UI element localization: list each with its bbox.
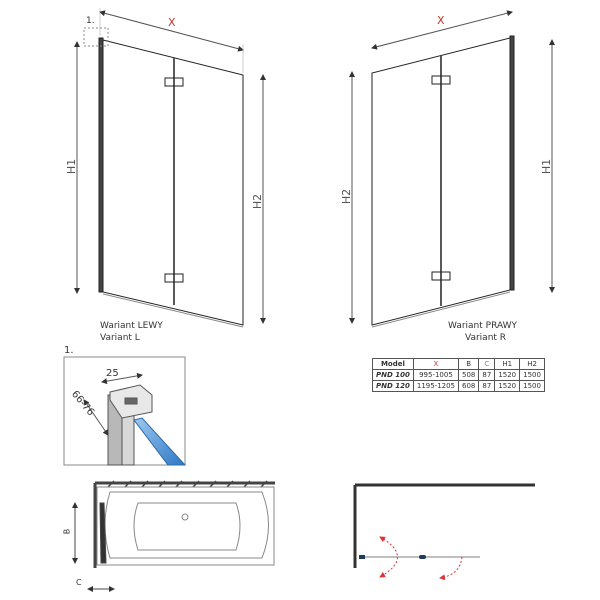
fold-hinge [419, 555, 426, 559]
cell-h1: 1520 [494, 369, 521, 381]
cell-h2: 1500 [519, 369, 545, 381]
cell-c: 87 [478, 369, 496, 381]
cell-model: PND 100 [372, 369, 414, 381]
profile-detail [63, 356, 187, 466]
table-header-row: Model X B C H1 H2 [372, 358, 545, 370]
cell-b: 508 [458, 369, 480, 381]
cell-h2: 1500 [519, 380, 545, 392]
hinge-top [164, 77, 184, 87]
cell-x: 1195-1205 [412, 380, 460, 392]
dimensions-table: Model X B C H1 H2 PND 100 995-1005 508 8… [372, 358, 545, 392]
dim-x-label-left: X [168, 16, 176, 29]
dim-x-left [99, 10, 244, 52]
caption-right-en: Variant R [465, 333, 507, 343]
cell-model: PND 120 [372, 380, 414, 392]
header-c: C [478, 358, 496, 370]
swing-arrow-2 [439, 556, 463, 581]
cell-c: 87 [478, 380, 496, 392]
opening-plan-view [353, 483, 535, 581]
detail-marker [83, 27, 109, 47]
glass-panel-right [371, 37, 511, 326]
dim-h2-label-left: H2 [251, 193, 265, 210]
dim-h1-label-left: H1 [65, 158, 79, 175]
hinge-bottom [164, 273, 184, 283]
table-row: PND 120 1195-1205 608 87 1520 1500 [372, 380, 545, 392]
dim-c-label: C [76, 578, 82, 587]
bath-plan-view [72, 480, 275, 592]
detail-ref-label: 1. [86, 16, 95, 26]
dim-b-label: B [62, 528, 72, 535]
dim-x-label-right: X [437, 14, 445, 27]
cell-b: 608 [458, 380, 480, 392]
header-model: Model [372, 358, 414, 370]
wall-hinge [359, 555, 365, 559]
cell-h1: 1520 [494, 380, 521, 392]
header-x: X [412, 358, 460, 370]
cell-x: 995-1005 [412, 369, 460, 381]
dim-h1-label-right: H1 [540, 158, 554, 175]
detail-width-label: 25 [106, 368, 119, 379]
dim-h2-label-right: H2 [340, 188, 354, 205]
wall-profile [98, 37, 104, 293]
detail-title: 1. [64, 345, 74, 356]
caption-left-en: Variant L [100, 333, 140, 343]
caption-left-pl: Wariant LEWY [100, 321, 163, 331]
header-b: B [458, 358, 480, 370]
header-h1: H1 [494, 358, 521, 370]
header-h2: H2 [519, 358, 545, 370]
right-variant-view [349, 10, 555, 328]
glass-panel-left [102, 39, 244, 326]
left-variant-view [74, 8, 266, 328]
caption-right-pl: Wariant PRAWY [448, 321, 518, 331]
swing-arrow-1 [379, 536, 398, 578]
table-row: PND 100 995-1005 508 87 1520 1500 [372, 369, 545, 381]
